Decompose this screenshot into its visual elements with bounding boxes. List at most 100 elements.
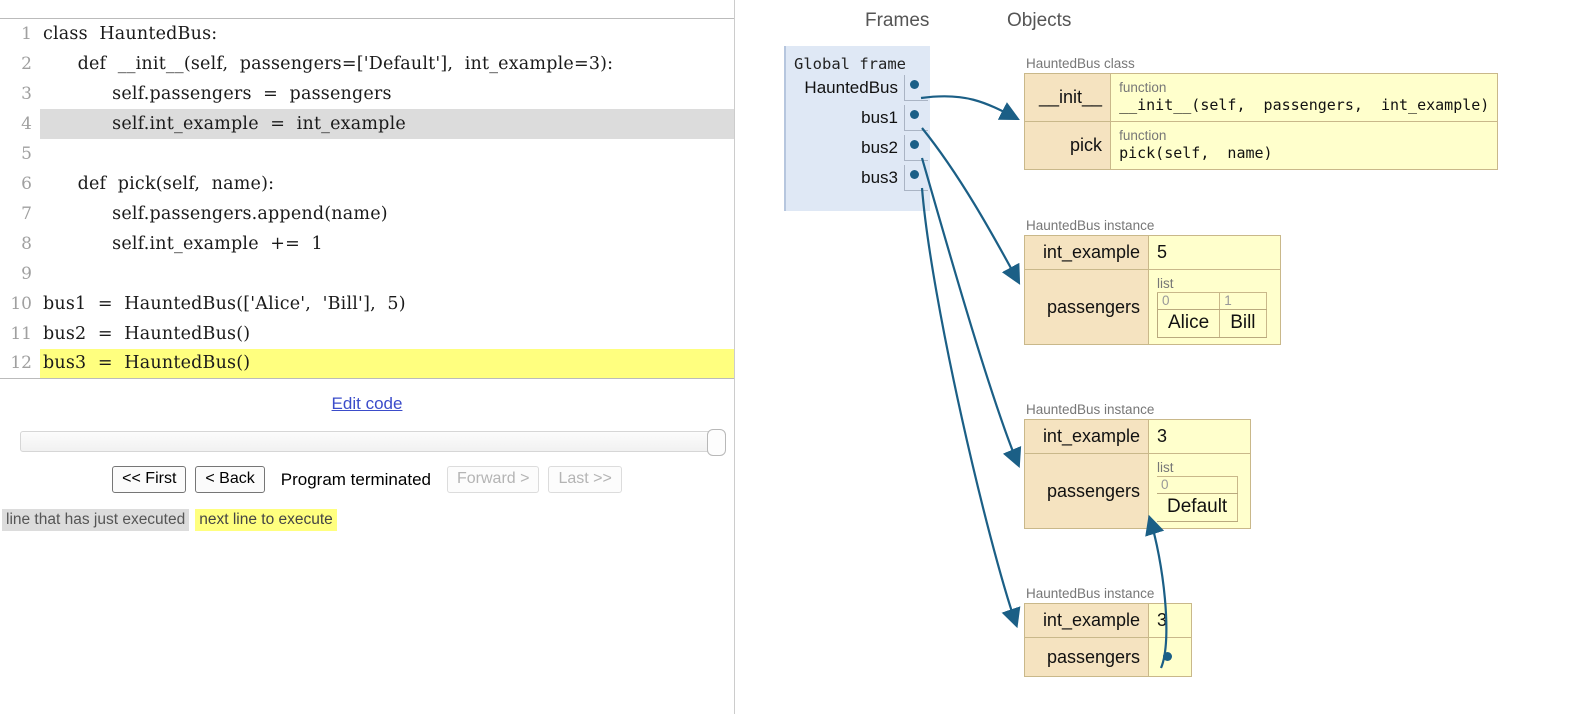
member-value: function __init__(self, passengers, int_… [1110,73,1499,122]
function-signature: __init__(self, passengers, int_example) [1119,96,1490,115]
execution-slider[interactable] [20,429,726,456]
code-line: 6 def pick(self, name): [0,169,734,199]
legend-next-line: next line to execute [195,509,337,531]
line-number: 9 [21,263,32,284]
attribute-value: 3 [1148,419,1251,454]
list-cells: 0 1 Alice Bill [1156,292,1267,338]
line-number: 8 [21,233,32,254]
legend-executed-line: line that has just executed [2,509,190,531]
visualization-pane: Frames Objects Global frame HauntedBus b… [735,0,1579,714]
instance-attributes-table: int_example 3 passengers [1024,603,1192,677]
object-type-label: HauntedBus instance [1026,402,1155,417]
code-line-next: 12 bus3 = HauntedBus() [0,348,734,379]
frame-var-bus1: bus1 [786,103,930,133]
code-text [40,259,734,289]
list-element: Bill [1219,309,1267,338]
code-line: 7 self.passengers.append(name) [0,199,734,229]
attribute-value: 5 [1148,235,1281,270]
frames-column-header: Frames [865,10,930,31]
instance-attributes-table: int_example 5 passengers list 0 1 [1024,235,1281,345]
code-line: 1 class HauntedBus: [0,19,734,49]
slider-handle[interactable] [707,429,726,456]
instance-attributes-table: int_example 3 passengers list 0 [1024,419,1251,529]
execution-controls: << First < Back Program terminated Forwa… [0,466,734,494]
list-index: 0 [1157,476,1239,494]
arrow-bus2-to-instance2 [920,157,1022,469]
object-hauntedbus-instance-1: HauntedBus instance int_example 5 passen… [1024,218,1281,345]
code-line: 11 bus2 = HauntedBus() [0,319,734,349]
var-pointer-slot [904,105,928,131]
frame-var-bus3: bus3 [786,163,930,193]
code-line: 8 self.int_example += 1 [0,229,734,259]
attribute-value: list 0 Default [1148,453,1251,529]
global-frame: Global frame HauntedBus bus1 bus2 bus3 [784,46,930,211]
code-line: 2 def __init__(self, passengers=['Defaul… [0,49,734,79]
list-index: 0 [1156,292,1221,310]
last-button[interactable]: Last >> [548,466,622,494]
code-line: 3 self.passengers = passengers [0,79,734,109]
attribute-row: passengers [1024,637,1192,677]
code-line: 5 [0,139,734,169]
frame-var-bus2: bus2 [786,133,930,163]
var-pointer-slot [904,165,928,191]
list-index-row: 0 [1157,476,1239,494]
code-text: bus3 = HauntedBus() [40,348,734,379]
code-text [40,139,734,169]
pointer-dot-icon [910,80,919,89]
objects-column-header: Objects [1007,10,1072,31]
var-label: bus1 [861,108,898,127]
line-number: 7 [21,203,32,224]
code-text: class HauntedBus: [43,23,218,44]
list-element: Default [1157,493,1239,522]
code-text: self.passengers = passengers [43,83,392,104]
execution-status: Program terminated [280,469,431,489]
object-type-label: HauntedBus class [1026,56,1135,71]
pointer-dot-icon [910,140,919,149]
forward-button[interactable]: Forward > [446,466,540,494]
value-type-label: list [1157,460,1174,475]
attribute-name: int_example [1024,603,1149,638]
function-signature: pick(self, name) [1119,144,1273,163]
attribute-row: passengers list 0 1 Alic [1024,269,1281,345]
var-label: HauntedBus [804,78,898,97]
pointer-slot [1157,644,1183,670]
frame-var-hauntedbus: HauntedBus [786,73,930,103]
object-type-label: HauntedBus instance [1026,218,1155,233]
member-value: function pick(self, name) [1110,120,1499,170]
line-number: 12 [10,353,32,374]
arrow-hauntedbus-to-class [920,95,1020,121]
line-number: 6 [21,173,32,194]
class-members-table: __init__ function __init__(self, passeng… [1023,73,1499,170]
var-label: bus2 [861,138,898,157]
var-pointer-slot [904,75,928,101]
back-button[interactable]: < Back [195,466,265,494]
pointer-dot-icon [910,170,919,179]
first-button[interactable]: << First [112,466,187,494]
member-name: __init__ [1023,73,1112,122]
code-text: bus1 = HauntedBus(['Alice', 'Bill'], 5) [43,293,406,314]
arrow-bus3-to-instance3 [920,187,1021,629]
line-number: 2 [21,53,32,74]
code-text: def __init__(self, passengers=['Default'… [43,53,614,74]
code-line-executed: 4 self.int_example = int_example [0,108,734,139]
code-line: 9 [0,259,734,289]
value-type-label: function [1119,127,1167,143]
attribute-row: int_example 3 [1024,603,1192,638]
edit-code-link[interactable]: Edit code [331,394,403,413]
list-element: Alice [1156,309,1221,338]
code-text: def pick(self, name): [43,173,275,194]
global-frame-title: Global frame [794,55,906,73]
code-text: self.passengers.append(name) [43,203,388,224]
list-index-row: 0 1 [1156,292,1267,310]
arrow-bus1-to-instance1 [921,127,1021,285]
code-pane: 1 class HauntedBus: 2 def __init__(self,… [0,0,735,714]
list-index: 1 [1219,292,1267,310]
value-type-label: list [1157,276,1174,291]
code-text: self.int_example = int_example [40,108,734,139]
attribute-row: int_example 5 [1024,235,1281,270]
attribute-value: 3 [1148,603,1192,638]
pointer-dot-icon [910,110,919,119]
code-display: 1 class HauntedBus: 2 def __init__(self,… [0,18,734,379]
attribute-value [1148,637,1192,677]
